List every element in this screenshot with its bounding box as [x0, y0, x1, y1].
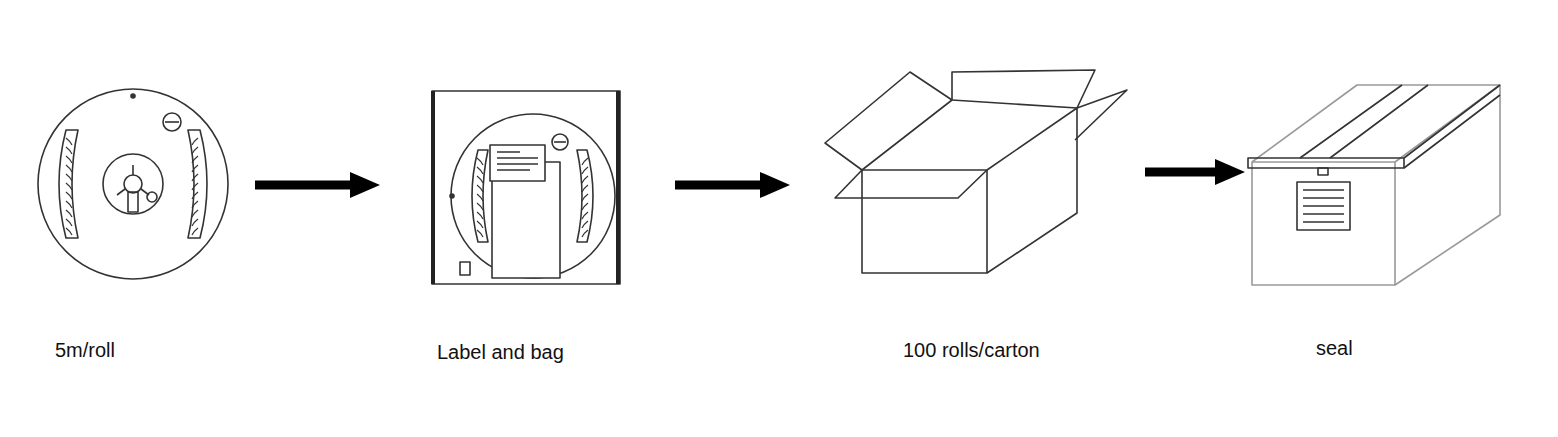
process-stage: Label and bag — [380, 60, 675, 380]
stage-caption: seal — [1316, 336, 1353, 360]
flow-arrow — [1145, 159, 1245, 185]
reel — [38, 89, 228, 279]
process-stage: 100 rolls/carton — [790, 60, 1145, 380]
sealed-carton — [1248, 85, 1500, 285]
stage-caption: 100 rolls/carton — [903, 338, 1040, 362]
stage-caption: Label and bag — [437, 340, 564, 364]
stage-caption: 5m/roll — [55, 338, 115, 362]
flow-arrow — [675, 172, 790, 198]
flow-arrow — [255, 172, 380, 198]
process-stage: seal — [1245, 60, 1510, 380]
open-carton — [825, 70, 1127, 273]
bagged-reel — [431, 91, 620, 284]
process-stage: 5m/roll — [20, 60, 255, 380]
